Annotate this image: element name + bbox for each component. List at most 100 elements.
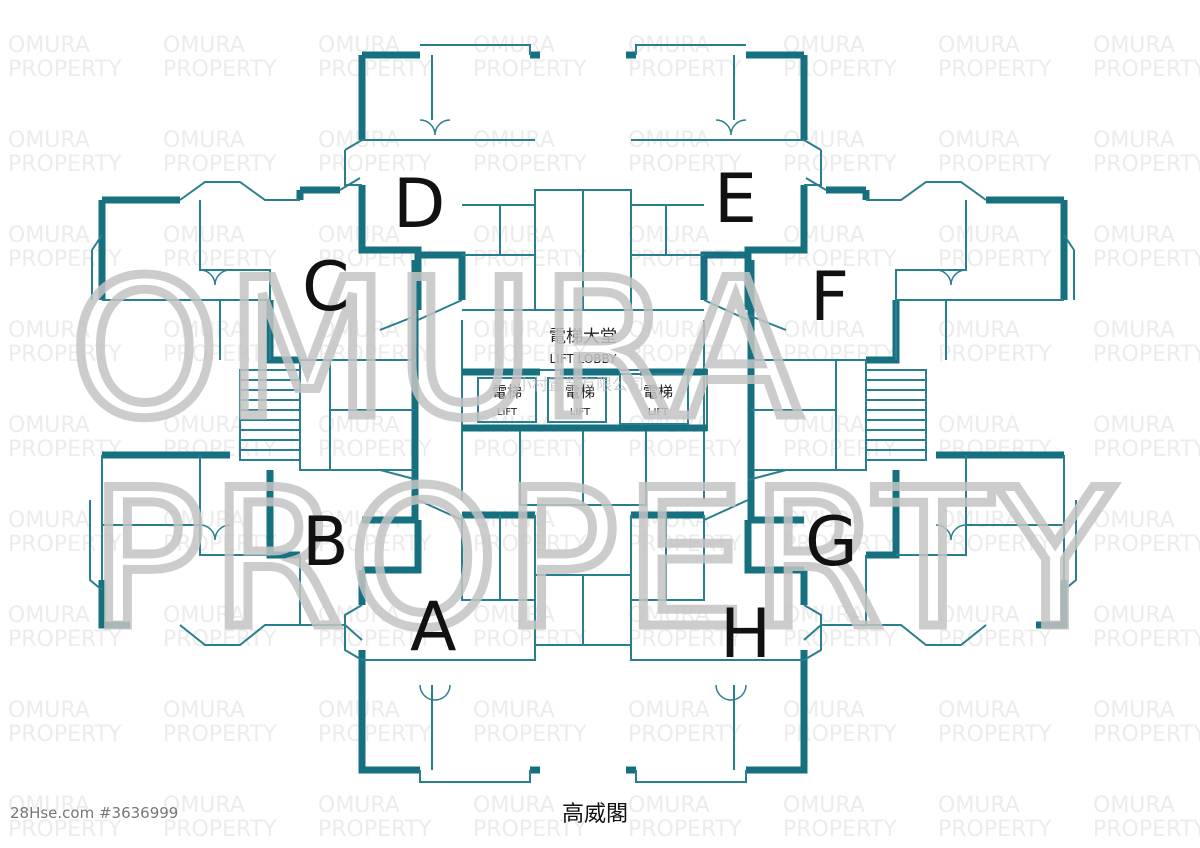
watermark-text: OMURA: [163, 698, 245, 723]
watermark-text: PROPERTY: [163, 57, 277, 82]
unit-e-label: E: [714, 160, 757, 239]
watermark-text: PROPERTY: [8, 152, 122, 177]
watermark-text: OMURA: [163, 128, 245, 153]
unit-c-label: C: [302, 248, 349, 327]
watermark-text: OMURA: [8, 508, 90, 533]
watermark-text: OMURA: [628, 223, 710, 248]
watermark-text: OMURA: [1093, 33, 1175, 58]
unit-f-label: F: [810, 258, 849, 337]
watermark-text: OMURA: [938, 128, 1020, 153]
watermark-text: PROPERTY: [318, 817, 432, 842]
watermark-text: PROPERTY: [938, 342, 1052, 367]
watermark-text: OMURA: [163, 223, 245, 248]
watermark-text: PROPERTY: [1093, 817, 1200, 842]
watermark-text: OMURA: [473, 793, 555, 818]
watermark-text: PROPERTY: [473, 57, 587, 82]
watermark-text: OMURA: [318, 793, 400, 818]
watermark-text: PROPERTY: [628, 532, 742, 557]
watermark-text: OMURA: [1093, 793, 1175, 818]
watermark-text: PROPERTY: [628, 342, 742, 367]
watermark-text: PROPERTY: [783, 152, 897, 177]
watermark-text: OMURA: [318, 318, 400, 343]
watermark-text: PROPERTY: [938, 57, 1052, 82]
watermark-text: PROPERTY: [318, 532, 432, 557]
watermark-text: OMURA: [1093, 318, 1175, 343]
watermark-text: PROPERTY: [1093, 57, 1200, 82]
watermark-text: OMURA: [163, 603, 245, 628]
lobby-label-en: LIFT LOBBY: [550, 352, 618, 366]
watermark-text: PROPERTY: [163, 247, 277, 272]
watermark-text: PROPERTY: [938, 152, 1052, 177]
stair-left: [239, 360, 415, 471]
left-wing: [89, 44, 584, 783]
watermark-text: OMURA: [8, 793, 90, 818]
watermark-text: PROPERTY: [1093, 342, 1200, 367]
watermark-text: PROPERTY: [318, 627, 432, 652]
watermark-text: OMURA: [938, 508, 1020, 533]
watermark-text: PROPERTY: [628, 437, 742, 462]
lift-1-en: LIFT: [497, 407, 518, 418]
lift-2-en: LIFT: [570, 407, 591, 418]
unit-a-label: A: [410, 588, 457, 667]
watermark-text: OMURA: [1093, 603, 1175, 628]
watermark-text: OMURA: [318, 413, 400, 438]
watermark-text: OMURA: [938, 698, 1020, 723]
watermark-text: PROPERTY: [318, 152, 432, 177]
watermark-text: PROPERTY: [628, 627, 742, 652]
unit-h-label: H: [720, 595, 771, 674]
watermark-text: PROPERTY: [473, 627, 587, 652]
watermark-text: OMURA: [163, 413, 245, 438]
watermark-text: PROPERTY: [163, 532, 277, 557]
watermark-text: PROPERTY: [783, 627, 897, 652]
watermark-text: PROPERTY: [938, 247, 1052, 272]
watermark-text: OMURA: [783, 698, 865, 723]
watermark-text: OMURA: [1093, 128, 1175, 153]
watermark-text: PROPERTY: [8, 722, 122, 747]
watermark-text: OMURA: [783, 223, 865, 248]
watermark-text: OMURA: [628, 698, 710, 723]
watermark-text: PROPERTY: [473, 722, 587, 747]
watermark-text: PROPERTY: [318, 57, 432, 82]
watermark-text: PROPERTY: [163, 152, 277, 177]
listing-credit: 28Hse.com #3636999: [10, 804, 179, 822]
watermark-text: OMURA: [938, 413, 1020, 438]
watermark-text: OMURA: [1093, 508, 1175, 533]
watermark-text: OMURA: [473, 698, 555, 723]
watermark-text: OMURA: [8, 33, 90, 58]
watermark-text: PROPERTY: [8, 817, 122, 842]
watermark-text: PROPERTY: [1093, 152, 1200, 177]
watermark-text: OMURA: [783, 603, 865, 628]
watermark-text: OMURA: [163, 33, 245, 58]
watermark-text: PROPERTY: [1093, 532, 1200, 557]
lift-3-zh: 電梯: [643, 383, 673, 401]
unit-d-label: D: [393, 165, 445, 244]
watermark-text: OMURA: [628, 793, 710, 818]
watermark-text: PROPERTY: [783, 722, 897, 747]
watermark-text: PROPERTY: [783, 57, 897, 82]
watermark-text: OMURA: [938, 33, 1020, 58]
watermark-text: OMURA: [473, 603, 555, 628]
watermark-text: PROPERTY: [473, 342, 587, 367]
watermark-text: OMURA: [473, 223, 555, 248]
watermark-text: OMURA: [1093, 413, 1175, 438]
watermark-text: PROPERTY: [318, 722, 432, 747]
watermark-text: OMURA: [8, 318, 90, 343]
watermark-text: PROPERTY: [938, 817, 1052, 842]
watermark-text: OMURA: [163, 318, 245, 343]
watermark-text: OMURA: [938, 318, 1020, 343]
watermark-text: PROPERTY: [8, 532, 122, 557]
watermark-text: OMURA: [8, 128, 90, 153]
watermark-text: PROPERTY: [938, 722, 1052, 747]
lift-3-en: LIFT: [648, 407, 669, 418]
watermark-text: OMURA: [1093, 698, 1175, 723]
watermark-text: OMURA: [1093, 223, 1175, 248]
watermark-text: PROPERTY: [783, 817, 897, 842]
lift-1-zh: 電梯: [492, 383, 522, 401]
watermark-text: PROPERTY: [1093, 247, 1200, 272]
watermark-text: PROPERTY: [473, 532, 587, 557]
watermark-text: PROPERTY: [163, 722, 277, 747]
watermark-text: PROPERTY: [473, 247, 587, 272]
watermark-text: PROPERTY: [473, 817, 587, 842]
stair-left: [751, 360, 927, 471]
